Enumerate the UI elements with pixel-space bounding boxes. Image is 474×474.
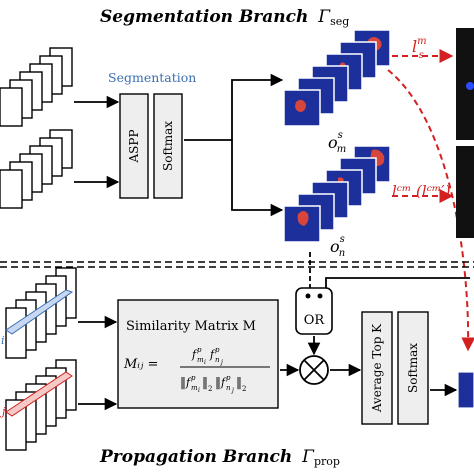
svg-text:f: f — [209, 348, 216, 361]
svg-text:‖: ‖ — [202, 375, 208, 389]
arrow-softmax-to-output-m — [184, 73, 284, 141]
index-i: i — [1, 334, 5, 347]
svg-text:p: p — [226, 374, 231, 382]
svg-text:i: i — [198, 387, 200, 394]
gt-panel-marker — [466, 82, 474, 90]
svg-text:f: f — [185, 376, 192, 389]
segmentation-label: Segmentation — [108, 70, 196, 85]
similarity-matrix-box: Similarity Matrix M Mᵢⱼ = f p m i f p n … — [117, 299, 279, 409]
svg-text:p: p — [215, 346, 220, 354]
similarity-equation-lhs: Mᵢⱼ = — [123, 357, 158, 372]
svg-text:p: p — [197, 346, 202, 354]
svg-text:i: i — [204, 359, 206, 366]
average-top-k-block: Average Top K — [361, 311, 393, 425]
svg-text:n: n — [226, 384, 231, 392]
seg-softmax-label: Softmax — [161, 121, 175, 171]
loss-c-label: lᶜᵐ (lᶜᵐ′) — [392, 182, 451, 200]
propagation-branch-title: Propagation Branch Γprop — [99, 447, 340, 468]
similarity-equation-fraction: f p m i f p n j ‖ f p m i ‖ 2 ‖ f p n j … — [180, 346, 270, 394]
average-top-k-label: Average Top K — [370, 323, 384, 413]
or-label: OR — [304, 313, 326, 328]
svg-text:p: p — [191, 374, 196, 382]
gt-panel-bottom — [456, 146, 474, 238]
svg-text:j: j — [219, 359, 223, 366]
prop-feature-stack-top — [5, 267, 77, 359]
similarity-title: Similarity Matrix M — [126, 319, 256, 334]
prop-feature-stack-bottom — [5, 359, 77, 451]
svg-text:‖: ‖ — [215, 375, 221, 389]
connector-output-n-to-or — [325, 277, 470, 288]
svg-text:2: 2 — [242, 385, 246, 393]
multiply-node — [299, 355, 329, 385]
aspp-label: ASPP — [127, 129, 141, 163]
svg-text:m: m — [197, 356, 204, 364]
or-gate: OR — [295, 287, 333, 335]
output-n-mask-stack — [283, 145, 391, 243]
prop-softmax-label: Softmax — [406, 343, 420, 393]
arrow-softmax-to-output-n — [231, 140, 284, 217]
gt-panel-top — [456, 28, 474, 140]
svg-text:f: f — [191, 348, 198, 361]
svg-text:m: m — [191, 384, 198, 392]
output-m-mask-stack — [283, 29, 391, 127]
index-j: j — [0, 405, 6, 418]
dashed-curve-loss-prop — [387, 69, 474, 352]
input-feature-stack-top — [0, 47, 73, 127]
svg-text:‖: ‖ — [180, 375, 186, 389]
svg-text:n: n — [215, 356, 220, 364]
seg-softmax-block: Softmax — [153, 93, 183, 199]
svg-text:j: j — [230, 387, 234, 394]
input-feature-stack-bottom — [0, 129, 73, 209]
svg-text:2: 2 — [208, 385, 212, 393]
segmentation-branch-title: Segmentation Branch Γseg — [100, 7, 349, 28]
aspp-block: ASPP — [119, 93, 149, 199]
prop-output-thumb — [457, 371, 474, 409]
svg-text:‖: ‖ — [236, 375, 242, 389]
prop-softmax-block: Softmax — [397, 311, 429, 425]
svg-text:f: f — [220, 376, 227, 389]
